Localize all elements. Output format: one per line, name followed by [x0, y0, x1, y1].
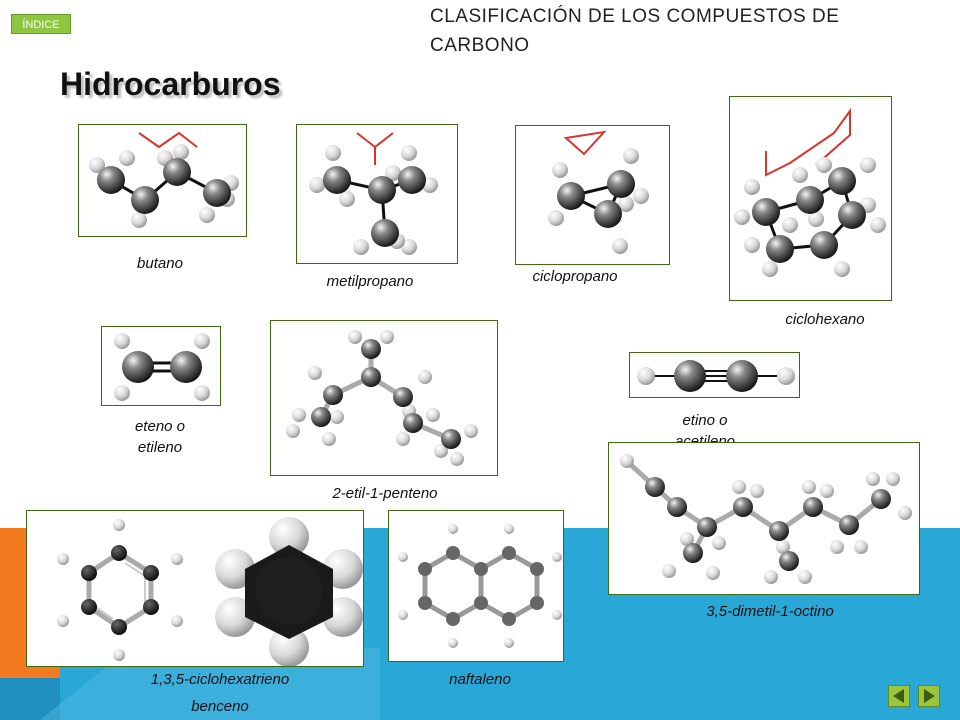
- etil-penteno-image: [270, 320, 498, 476]
- butano-image: [78, 124, 247, 237]
- next-slide-button[interactable]: [918, 685, 940, 707]
- ciclohexano-image: [729, 96, 892, 301]
- triangle-right-icon: [924, 689, 935, 703]
- label-etino-line1: etino o: [682, 412, 728, 429]
- naftaleno-image: [388, 510, 564, 662]
- benceno-image: [26, 510, 364, 667]
- label-butano: butano: [137, 255, 183, 272]
- page-title: Hidrocarburos: [60, 66, 281, 102]
- label-metilpropano: metilpropano: [326, 273, 414, 290]
- triangle-left-icon: [893, 689, 904, 703]
- label-ciclohexatrieno: 1,3,5-ciclohexatrieno: [150, 671, 290, 688]
- label-eteno: eteno o etileno: [100, 416, 220, 458]
- etino-image: [629, 352, 800, 398]
- eteno-image: [101, 326, 221, 406]
- ciclopropano-image: [515, 125, 670, 265]
- previous-slide-button[interactable]: [888, 685, 910, 707]
- dimetil-octino-image: [608, 442, 920, 595]
- label-dimetil-octino: 3,5-dimetil-1-octino: [706, 603, 834, 620]
- label-eteno-line1: eteno o: [134, 418, 186, 435]
- label-eteno-line2: etileno: [137, 439, 183, 456]
- header-title-line2: CARBONO: [430, 35, 530, 56]
- label-benceno: benceno: [191, 698, 249, 715]
- label-etil-penteno: 2-etil-1-penteno: [332, 485, 438, 502]
- label-ciclohexano: ciclohexano: [785, 311, 865, 328]
- label-ciclopropano: ciclopropano: [532, 268, 618, 285]
- index-button[interactable]: ÍNDICE: [11, 14, 71, 34]
- label-naftaleno: naftaleno: [449, 671, 511, 688]
- metilpropano-image: [296, 124, 458, 264]
- header-title: CLASIFICACIÓN DE LOS COMPUESTOS DE CARBO…: [430, 2, 870, 60]
- header-title-line1: CLASIFICACIÓN DE LOS COMPUESTOS DE: [430, 6, 840, 27]
